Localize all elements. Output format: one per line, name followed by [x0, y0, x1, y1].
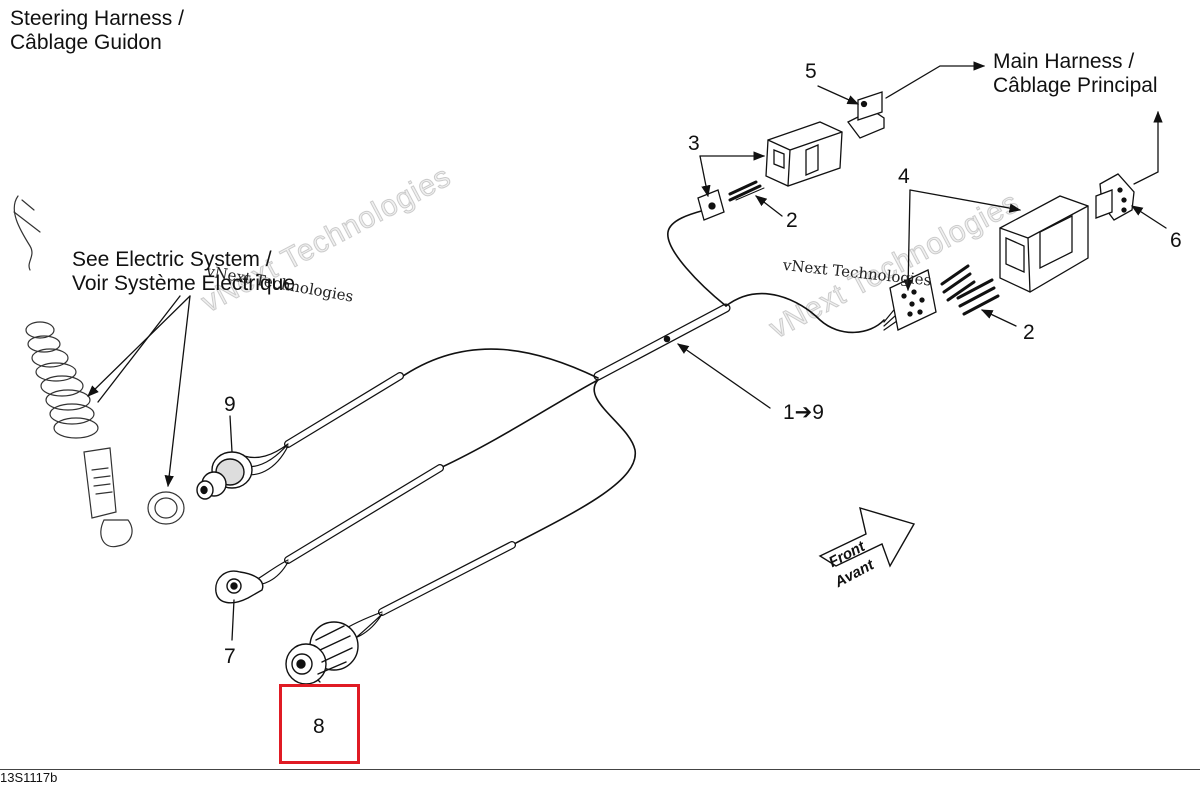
leader-6 [1131, 205, 1167, 229]
lock-6 [1095, 173, 1135, 221]
sensor-8 [285, 621, 359, 685]
callout-1-9: 1➔9 [783, 401, 824, 424]
terminal-7 [215, 570, 264, 604]
pins-2-right [940, 264, 1000, 316]
front-arrow [818, 506, 916, 568]
sleeve-7 [284, 464, 444, 564]
wire-to-connector-4 [725, 292, 885, 334]
leader-9 [229, 415, 233, 453]
leader-2-right [980, 309, 1017, 327]
bottom-rule [0, 769, 1200, 770]
leader-main-harness-top [885, 61, 986, 99]
highlight-box-part-8 [279, 684, 360, 764]
leader-4a [909, 189, 1022, 213]
title-line-2: Câblage Guidon [10, 31, 162, 54]
leader-8 [317, 679, 321, 683]
title-line-1: Steering Harness / [10, 7, 184, 30]
wire-to-7 [439, 379, 599, 469]
leader-7 [231, 599, 235, 641]
callout-2-right: 2 [1023, 321, 1035, 344]
coil-cord [13, 195, 185, 548]
switch-9 [196, 451, 253, 500]
wire-to-9 [399, 348, 599, 379]
wire-to-8 [511, 379, 636, 546]
callout-8: 8 [313, 715, 325, 738]
connector-4 [999, 195, 1089, 293]
drawing-code: 13S1117b [0, 770, 58, 785]
seal-4 [889, 269, 937, 331]
leader-5 [817, 85, 860, 105]
see-electric-line-1: See Electric System / [72, 248, 272, 271]
leader-2-top [755, 195, 783, 217]
main-harness-line-2: Câblage Principal [993, 74, 1158, 97]
lock-5 [847, 91, 885, 139]
leader-lines [87, 61, 1167, 683]
callout-3: 3 [688, 132, 700, 155]
seal-3 [697, 180, 765, 221]
callout-7: 7 [224, 645, 236, 668]
leader-see-electric-coil [87, 295, 191, 397]
callout-4: 4 [898, 165, 910, 188]
leader-see-electric-ring [164, 295, 191, 488]
main-trunk [593, 303, 731, 381]
main-harness-line-1: Main Harness / [993, 50, 1135, 73]
callout-5: 5 [805, 60, 817, 83]
leader-4b [903, 189, 913, 292]
wire-to-connector-3 [667, 209, 727, 307]
connector-3 [765, 121, 843, 187]
callout-2-top: 2 [786, 209, 798, 232]
leader-3b [699, 155, 711, 198]
see-electric-line-2: Voir Système Electrique [72, 272, 295, 295]
sleeve-8 [378, 541, 516, 616]
sleeve-9 [284, 372, 404, 448]
callout-9: 9 [224, 393, 236, 416]
callout-6: 6 [1170, 229, 1182, 252]
leader-main-harness-side [1133, 110, 1163, 185]
leader-1-9 [677, 343, 771, 409]
